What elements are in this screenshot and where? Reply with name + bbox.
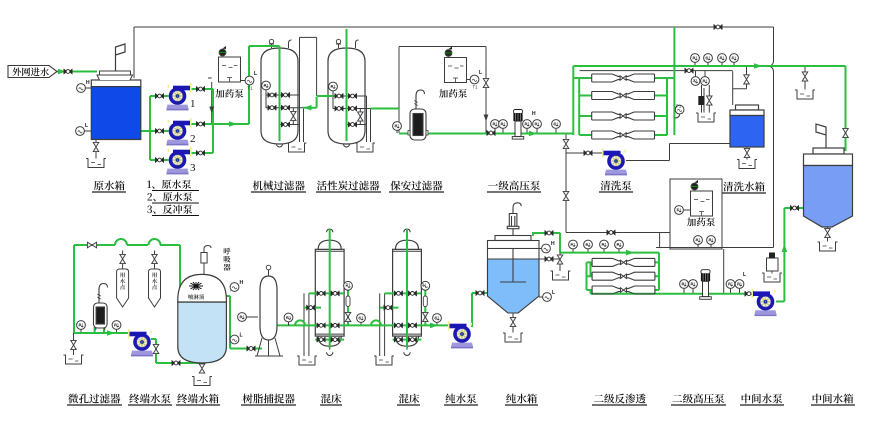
svg-text:C1: C1 [358,316,364,321]
svg-text:C1: C1 [585,242,591,247]
svg-text:C1: C1 [553,122,559,127]
svg-text:P1: P1 [616,242,622,247]
svg-text:P1: P1 [239,315,245,320]
svg-text:L: L [254,71,257,77]
svg-text:P1: P1 [492,122,498,127]
svg-text:H: H [532,111,536,117]
svg-text:P1: P1 [708,238,714,243]
svg-text:P1: P1 [676,104,682,109]
svg-text:C1: C1 [705,56,711,61]
svg-text:L: L [552,290,555,296]
svg-text:P1: P1 [719,56,725,61]
svg-text:P1: P1 [692,56,698,61]
svg-text:L: L [240,333,243,339]
svg-text:T1: T1 [473,85,479,90]
svg-text:C1: C1 [286,315,292,320]
svg-text:P1: P1 [601,242,607,247]
svg-text:P1: P1 [500,122,506,127]
svg-text:P1: P1 [330,84,336,89]
svg-text:H: H [240,280,244,286]
svg-text:P1: P1 [728,282,734,287]
svg-text:F1: F1 [571,242,577,247]
svg-text:P1: P1 [702,79,708,84]
svg-text:P1: P1 [681,282,687,287]
svg-text:P1: P1 [690,282,696,287]
svg-text:P1: P1 [524,122,530,127]
svg-text:P1: P1 [394,124,400,129]
svg-text:P1: P1 [737,282,743,287]
svg-text:P1: P1 [695,238,701,243]
svg-text:H: H [551,241,555,247]
svg-text:P1: P1 [114,323,120,328]
svg-text:L: L [85,123,88,129]
svg-text:3: 3 [190,162,196,174]
svg-text:L: L [743,272,746,278]
svg-text:C1: C1 [434,316,440,321]
svg-text:P1: P1 [534,122,540,127]
svg-text:T1: T1 [693,79,699,84]
svg-text:P1: P1 [263,83,269,88]
svg-text:2: 2 [190,133,196,145]
svg-text:L: L [479,70,482,76]
svg-text:T1: T1 [677,208,683,213]
svg-text:H: H [86,80,90,86]
svg-text:T1: T1 [248,86,254,91]
svg-text:F1: F1 [732,56,738,61]
svg-text:P1: P1 [421,283,427,288]
svg-text:1: 1 [190,98,196,110]
svg-text:P1: P1 [345,283,351,288]
svg-text:P1: P1 [78,323,84,328]
